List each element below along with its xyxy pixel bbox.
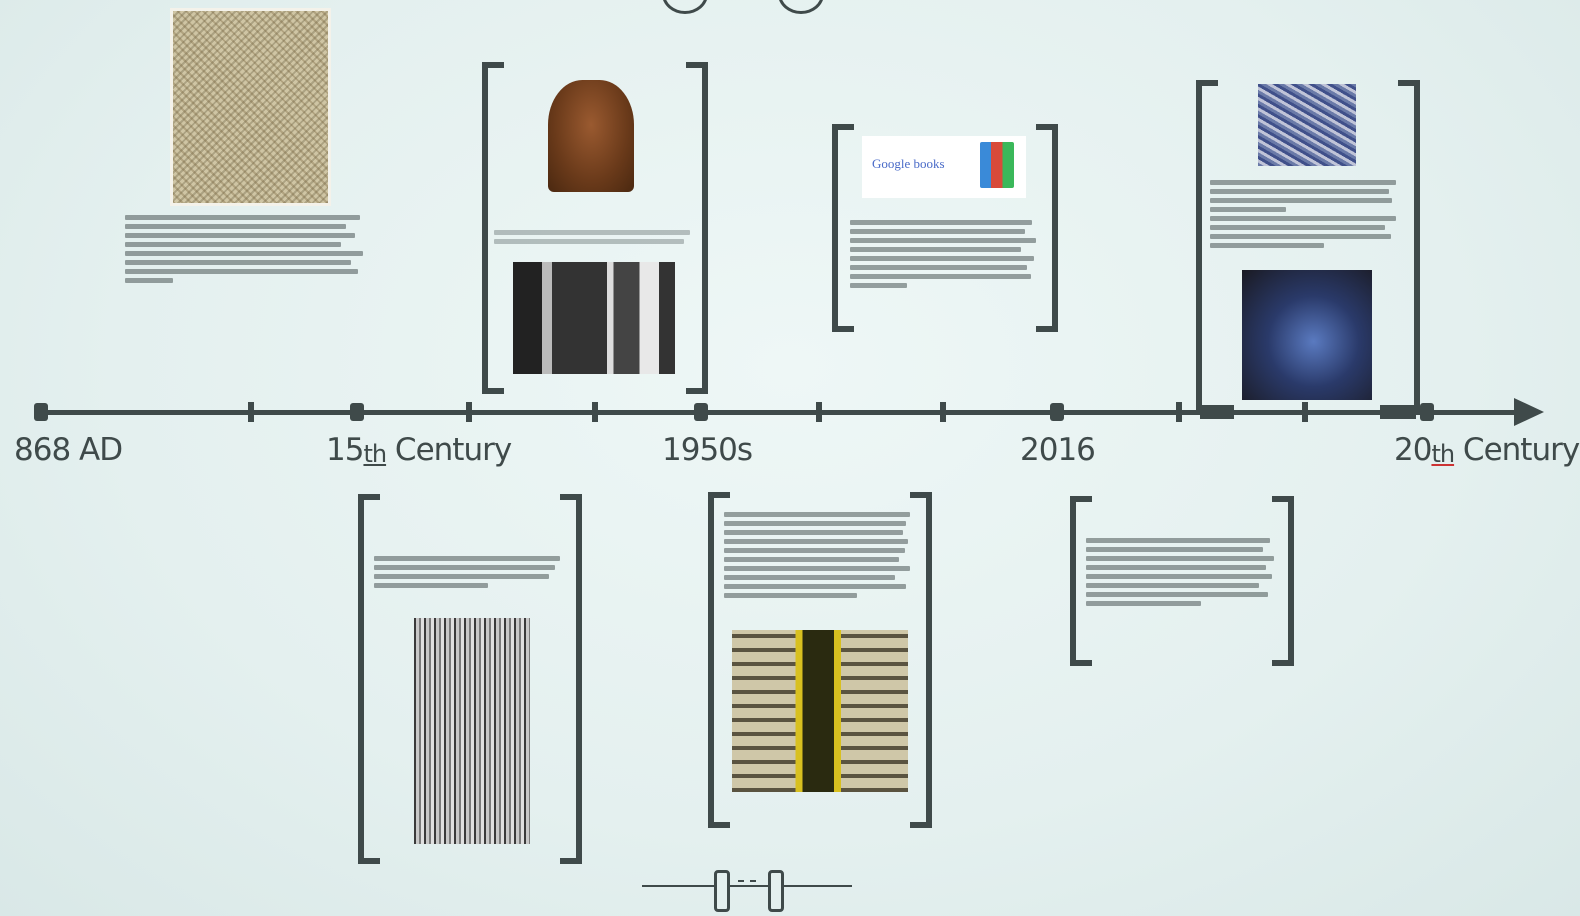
timeline-marker[interactable]: [1050, 403, 1064, 421]
label-main: 20: [1394, 432, 1432, 468]
google-books-text: [850, 220, 1040, 292]
bracket-1950s-above: [482, 62, 708, 394]
timeline-tick: [466, 402, 472, 422]
timeline-marker[interactable]: [350, 403, 364, 421]
bracket-2016-below: [1070, 496, 1294, 666]
bracket-15th-century-below: [358, 494, 582, 864]
1950s-text: [724, 512, 914, 602]
timeline-marker[interactable]: [34, 403, 48, 421]
timeline-segment: [1200, 405, 1234, 419]
2016-text: [1086, 538, 1278, 610]
label-main: 868 AD: [14, 432, 123, 468]
label-rest: Century: [386, 432, 512, 468]
google-books-logo: Google books: [862, 136, 1026, 198]
engraving-image: [414, 618, 530, 844]
label-1950s: 1950s: [662, 432, 753, 468]
15th-century-text: [374, 556, 564, 592]
timeline-tick: [816, 402, 822, 422]
label-main: 15: [326, 432, 364, 468]
diamond-sutra-text: [125, 215, 365, 287]
computer-operators-photo: [513, 262, 675, 374]
timeline-tick: [248, 402, 254, 422]
manuscript-text: [494, 230, 694, 248]
label-2016: 2016: [1020, 432, 1096, 468]
label-main: 2016: [1020, 432, 1096, 468]
timeline-tick: [940, 402, 946, 422]
timeline-tick: [592, 402, 598, 422]
crowd-image: [1258, 84, 1356, 166]
diamond-sutra-image: [170, 8, 331, 206]
timeline-arrow-icon: [1514, 398, 1544, 426]
book-icon: [980, 142, 1014, 188]
manuscript-image: [548, 80, 634, 192]
label-main: 1950s: [662, 432, 753, 468]
timeline-marker[interactable]: [1420, 403, 1434, 421]
timeline-tick: [1302, 402, 1308, 422]
timeline-tick: [1176, 402, 1182, 422]
bracket-google-books: [832, 124, 1058, 332]
library-workers-photo: [1242, 270, 1372, 400]
label-15th-century: 15th Century: [326, 432, 512, 468]
label-rest: Century: [1454, 432, 1580, 468]
navigation-control-icon[interactable]: [642, 866, 852, 912]
top-circle-left: [662, 0, 708, 14]
timeline-marker[interactable]: [694, 403, 708, 421]
label-suffix: th: [363, 440, 387, 468]
bookshelves-image: [732, 630, 908, 792]
label-20th-century: 20th Century: [1394, 432, 1580, 468]
bracket-1950s-below: [708, 492, 932, 828]
google-books-wordmark: Google books: [872, 156, 945, 171]
top-circle-right: [778, 0, 824, 14]
label-suffix: th: [1431, 440, 1455, 468]
timeline-segment: [1380, 405, 1416, 419]
20th-century-text: [1210, 180, 1400, 252]
timeline-axis: [40, 410, 1520, 415]
label-868-ad: 868 AD: [14, 432, 123, 468]
